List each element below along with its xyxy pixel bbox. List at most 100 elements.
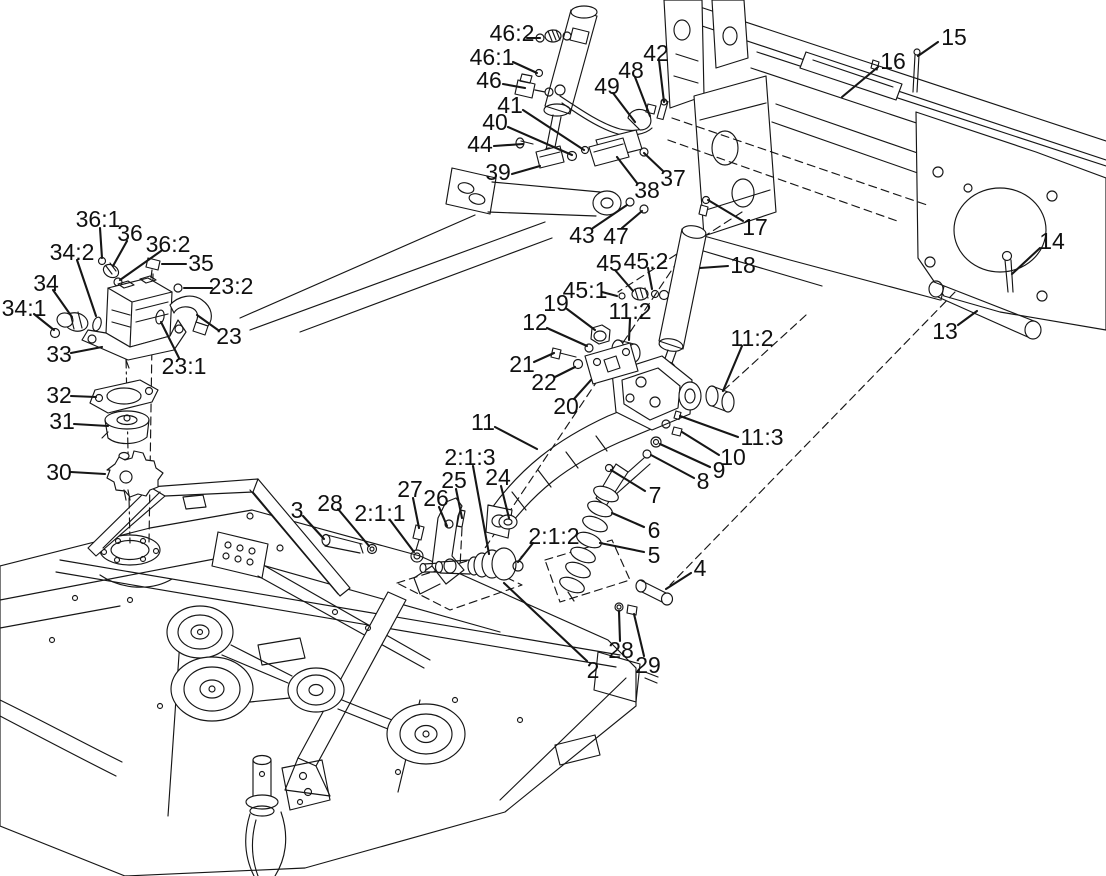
bolt-3-group [321,533,378,555]
svg-text:28: 28 [608,637,634,663]
spring-assembly [559,457,651,602]
callout-2: 2 [502,581,600,683]
mower-deck [0,478,659,876]
svg-text:36:1: 36:1 [76,206,121,232]
callout-36-1: 36:1 [76,206,121,260]
callout-36: 36 [111,220,143,268]
callout-24: 24 [485,464,511,520]
callout-9: 9 [658,442,726,483]
svg-text:27: 27 [397,476,423,502]
callout-46-1: 46:1 [470,44,539,75]
svg-text:2:1:3: 2:1:3 [444,444,495,470]
callout-34-1: 34:1 [2,295,56,332]
svg-text:33: 33 [46,341,72,367]
svg-text:2:1:2: 2:1:2 [528,523,579,549]
callout-23-1: 23:1 [159,320,207,379]
svg-text:25: 25 [441,467,467,493]
callout-4: 4 [664,555,707,591]
callout-11-2: 11:2 [608,298,652,342]
callout-40: 40 [482,109,574,157]
callout-49: 49 [594,73,637,124]
svg-text:24: 24 [485,464,511,490]
callout-31: 31 [49,408,110,434]
callout-2-1-3: 2:1:3 [444,444,496,556]
svg-text:26: 26 [423,485,449,511]
callout-14: 14 [1010,228,1065,276]
support-arm [239,167,649,333]
svg-text:9: 9 [713,457,726,483]
svg-text:7: 7 [649,482,662,508]
svg-text:2: 2 [587,657,600,683]
callout-33: 33 [46,341,104,367]
callout-45-2: 45:2 [624,248,669,291]
svg-text:10: 10 [720,444,746,470]
svg-text:28: 28 [317,490,343,516]
svg-text:13: 13 [932,318,958,344]
callout-21: 21 [509,351,556,377]
svg-text:23:1: 23:1 [162,353,207,379]
lift-arm [485,355,702,539]
svg-text:23:2: 23:2 [209,273,254,299]
svg-text:6: 6 [648,517,661,543]
callout-13: 13 [932,309,979,344]
svg-text:46: 46 [476,67,502,93]
callout-28: 28 [608,609,634,663]
svg-text:49: 49 [594,73,620,99]
svg-text:11:3: 11:3 [740,424,783,450]
callout-36-2: 36:2 [118,231,191,282]
svg-text:12: 12 [522,309,548,335]
svg-text:19: 19 [543,290,569,316]
svg-text:5: 5 [648,542,661,568]
svg-text:36:2: 36:2 [146,231,191,257]
svg-text:30: 30 [46,459,72,485]
callout-28: 28 [317,490,371,548]
callout-6: 6 [610,511,661,543]
callout-20: 20 [553,378,593,419]
cotter-pin-14 [1001,250,1014,293]
callout-46: 46 [476,67,527,93]
callout-45: 45 [596,250,635,293]
pivot-pin-13 [928,280,1042,340]
callout-32: 32 [46,382,98,408]
callout-11-2: 11:2 [721,325,774,393]
svg-text:40: 40 [482,109,508,135]
svg-text:8: 8 [697,468,710,494]
svg-text:21: 21 [509,351,535,377]
svg-text:18: 18 [730,252,756,278]
callout-43: 43 [569,203,629,248]
svg-text:48: 48 [618,57,644,83]
callout-11: 11 [471,409,539,451]
svg-text:43: 43 [569,222,595,248]
svg-text:23: 23 [216,323,242,349]
svg-text:39: 39 [485,159,511,185]
callout-25: 25 [441,467,467,520]
svg-text:45: 45 [596,250,622,276]
svg-text:46:2: 46:2 [490,20,535,46]
callout-16: 16 [840,48,906,99]
svg-text:29: 29 [635,652,661,678]
svg-text:42: 42 [643,40,669,66]
svg-text:34:2: 34:2 [50,239,95,265]
svg-text:41: 41 [497,92,523,118]
callout-22: 22 [531,365,577,395]
svg-text:44: 44 [467,131,493,157]
callout-41: 41 [497,92,586,152]
svg-text:38: 38 [634,177,660,203]
svg-text:45:2: 45:2 [624,248,669,274]
callout-34: 34 [33,270,74,319]
pin-15 [912,48,921,93]
callout-26: 26 [423,485,449,528]
callout-38: 38 [615,155,660,203]
pivot-hardware [550,324,735,459]
callout-3: 3 [291,497,326,541]
callout-39: 39 [485,159,542,185]
callout-17: 17 [706,198,768,240]
svg-text:34: 34 [33,270,59,296]
callout-29: 29 [632,612,661,678]
svg-text:34:1: 34:1 [2,295,47,321]
svg-text:4: 4 [694,555,707,581]
callout-48: 48 [618,57,652,118]
svg-text:11: 11 [471,409,495,435]
